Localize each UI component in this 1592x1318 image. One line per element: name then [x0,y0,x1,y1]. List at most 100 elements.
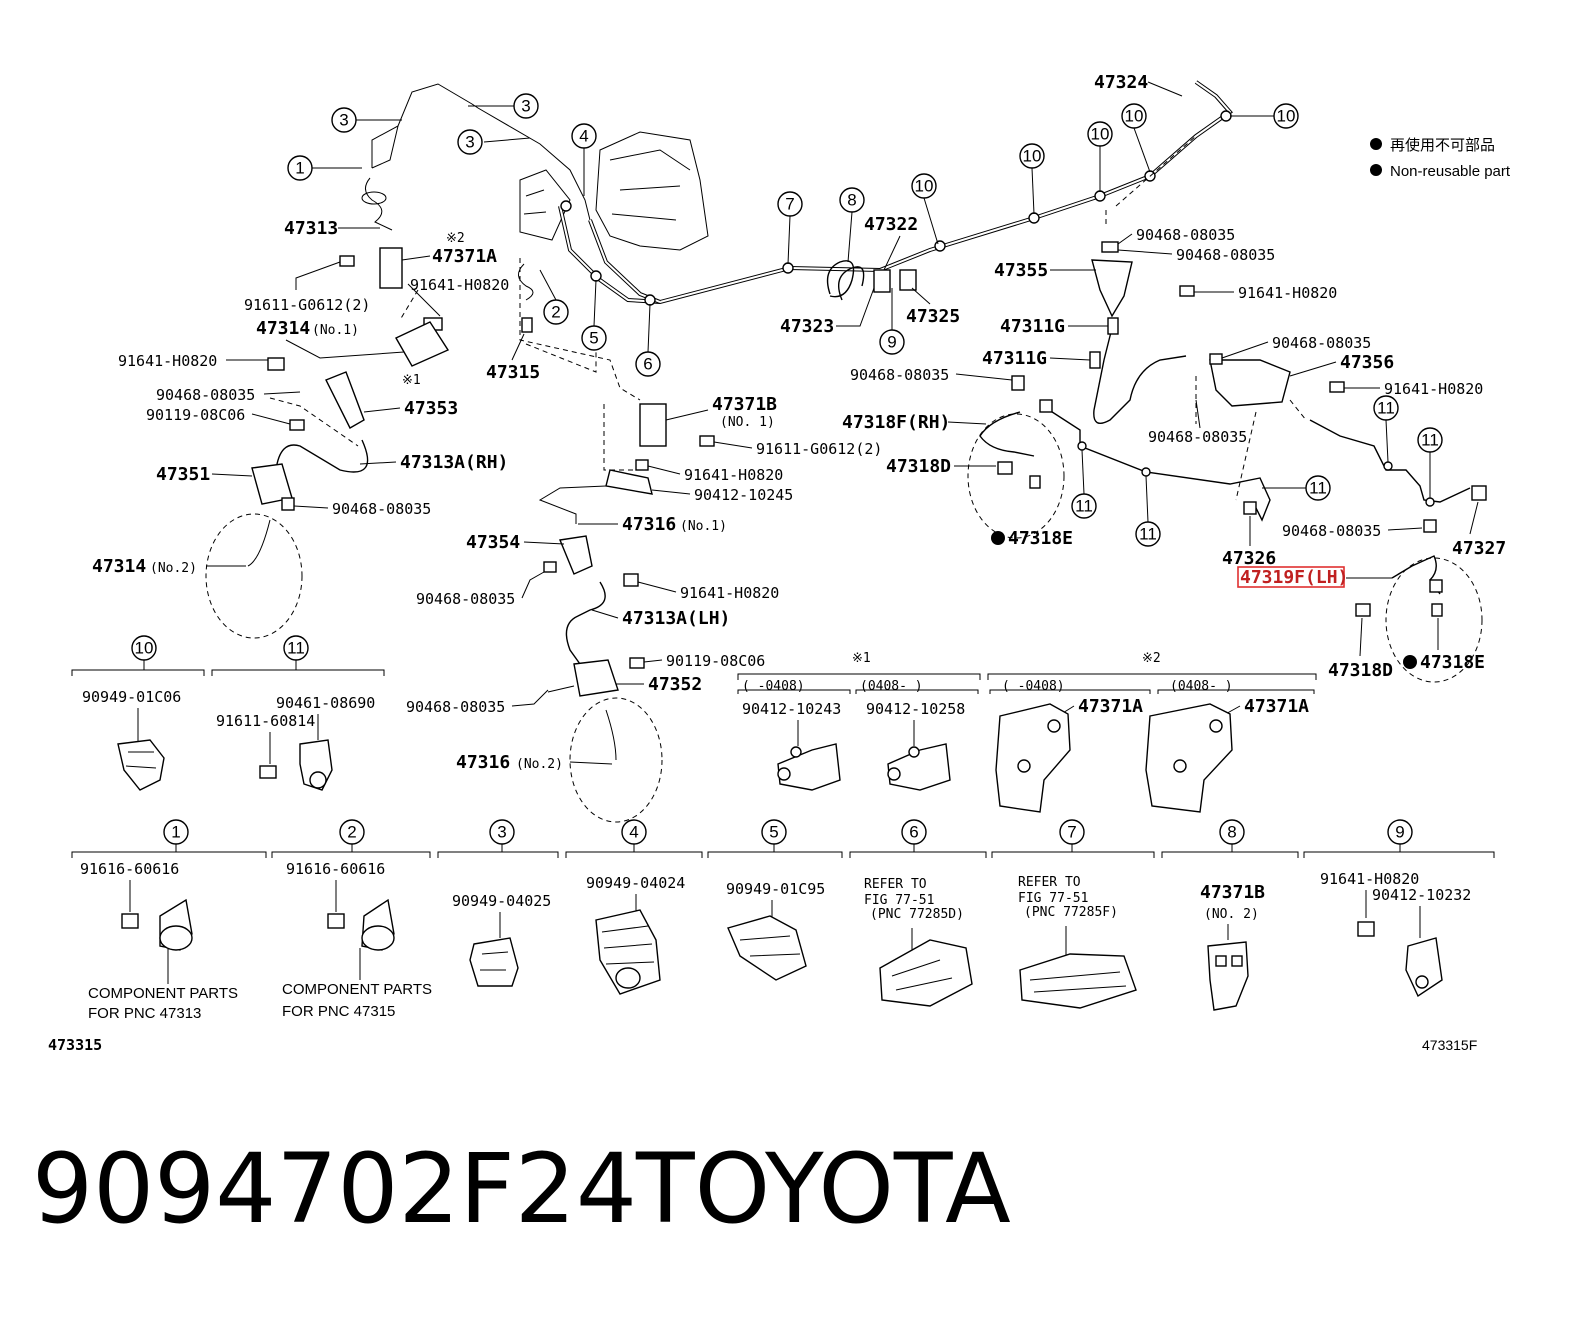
label-47327: 47327 [1452,538,1506,559]
label-47326: 47326 [1222,548,1276,569]
range-mark2-b: (0408- ) [1170,679,1233,694]
callout-10: 10 [1087,121,1113,192]
svg-text:3: 3 [521,97,530,116]
label-90949-01C95: 90949-01C95 [726,880,825,898]
svg-text:10: 10 [135,639,154,658]
svg-text:10: 10 [915,177,934,196]
callout-10: 10 [911,173,939,245]
svg-text:1: 1 [295,159,304,178]
pipe-coil [826,260,865,301]
clip-90949-01C95 [727,915,807,981]
label-91641-d: 91641-H0820 [680,584,779,602]
label-no2-paren: (NO. 2) [1204,907,1259,922]
main-brake-pipe-inner [559,81,1232,304]
group-1: 91616-60616 COMPONENT PARTS FOR PNC 4731… [80,860,238,1022]
group-8: 47371B (NO. 2) [1200,882,1265,1011]
clip-part [1011,375,1025,391]
group-10: 10 90949-01C06 [71,635,205,791]
disc-outline [205,513,303,639]
figure-code-right: 473315F [1422,1037,1477,1053]
svg-text:11: 11 [1309,479,1327,498]
label-90119-b: 90119-08C06 [666,652,765,670]
coil [361,191,387,205]
label-47314-no2: 47314 [92,556,146,577]
mark-1-top: ※1 [402,373,421,388]
svg-text:10: 10 [1125,107,1144,126]
clip-77285F [1019,953,1137,1009]
dash-leader [525,343,597,373]
coiled-line [365,177,393,231]
figure-code-left: 473315 [48,1036,102,1054]
label-90119-a: 90119-08C06 [146,406,245,424]
label-90412-10243: 90412-10243 [742,700,841,718]
label-90468-j: 90468-08035 [1282,522,1381,540]
clip-part [543,561,557,573]
fitting [1089,351,1101,369]
svg-text:10: 10 [1023,147,1042,166]
dash-leader [519,258,641,401]
label-91641-f: 91641-H0820 [1384,380,1483,398]
note-g6-line2: FIG 77-51 [864,893,934,908]
label-47318E-b: 47318E [1420,652,1485,673]
label-91616-b: 91616-60616 [286,860,385,878]
label-47371A-top: 47371A [432,246,497,267]
fitting-47327 [1471,485,1487,501]
highlight-box [1237,566,1345,588]
note-g7-line2: FIG 77-51 [1018,891,1088,906]
group-3: 90949-04025 [452,892,551,987]
callout-6-bottom: 6 [901,819,927,852]
label-91611-a: 91611-G0612(2) [244,296,370,314]
label-47353: 47353 [404,398,458,419]
label-47324: 47324 [1094,72,1148,93]
clamp-47371A [379,247,403,289]
svg-text:9: 9 [1395,823,1404,842]
group-mark1: ※1 ( -0408) (0408- ) 90412-10243 90412-1… [737,651,981,791]
note-g6-line3: (PNC 77285D) [870,907,964,922]
label-90468-d: 90468-08035 [406,698,505,716]
callout-10: 10 [1121,103,1151,173]
callouts: 3 3 3 1 4 2 5 6 7 8 9 10 10 10 10 10 11 … [287,93,1443,547]
label-90468-a: 90468-08035 [156,386,255,404]
callout-8: 8 [839,187,865,263]
group-9: 91641-H0820 90412-10232 [1320,870,1471,998]
fitting [1107,317,1119,335]
label-47319F-lh[interactable]: 47319F(LH) [1240,567,1348,588]
callout-2: 2 [539,269,569,325]
clip-90949-01C06 [117,739,165,791]
label-47315: 47315 [486,362,540,383]
front-right-assembly [205,83,591,639]
label-47323: 47323 [780,316,834,337]
non-reusable-dot-icon [1403,655,1417,669]
label-47325: 47325 [906,306,960,327]
range-mark1-b: (0408- ) [860,679,923,694]
svg-text:10: 10 [1091,125,1110,144]
callout-10: 10 [1019,143,1045,215]
range-mark1-a: ( -0408) [742,679,805,694]
label-no1-paren: (NO. 1) [720,415,775,430]
bolt-part [699,435,715,447]
label-90468-b: 90468-08035 [332,500,431,518]
label-47316-no2: 47316 [456,752,510,773]
callout-5-bottom: 5 [761,819,787,852]
bolt-part [623,573,639,587]
junction-47322 [873,269,891,293]
svg-text:11: 11 [1075,497,1093,516]
svg-text:7: 7 [785,195,794,214]
caliper-47352 [573,659,619,697]
label-91641-c: 91641-H0820 [684,466,783,484]
svg-text:2: 2 [347,823,356,842]
junction-47325 [899,269,917,291]
bolt-91616 [327,913,345,929]
svg-text:3: 3 [497,823,506,842]
clamp-point [1077,441,1087,451]
part-labels: 47324 47313 ※2 47371A 91641-H0820 91611-… [92,72,1506,773]
svg-text:2: 2 [551,303,560,322]
callout-3: 3 [468,93,539,119]
callout-6: 6 [635,303,661,377]
label-90949-04025: 90949-04025 [452,892,551,910]
svg-text:11: 11 [1377,399,1395,418]
clip-part [281,497,295,511]
center-assembly [518,80,1233,823]
bracket-part [605,469,653,495]
